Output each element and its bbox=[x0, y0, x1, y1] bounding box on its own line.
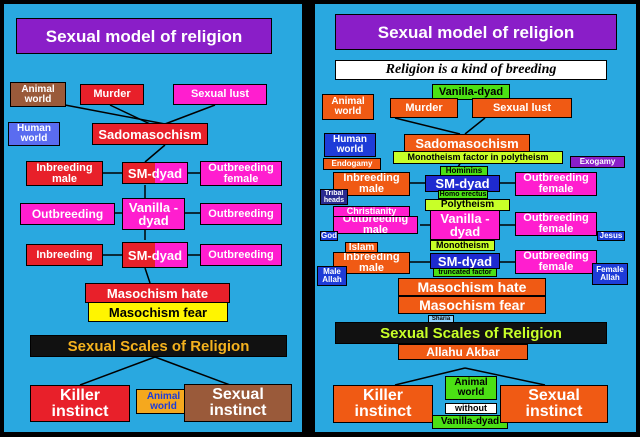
left-vanilla-dyad: Vanilla - dyad bbox=[122, 198, 185, 230]
left-masochism-hate: Masochism hate bbox=[85, 283, 230, 303]
left-sexual-lust: Sexual lust bbox=[173, 84, 267, 105]
right-scales: Sexual Scales of Religion bbox=[335, 322, 607, 344]
right-male-allah: Male Allah bbox=[317, 266, 347, 286]
right-sadomasochism: Sadomasochism bbox=[404, 134, 530, 152]
left-sexual-instinct: Sexual instinct bbox=[184, 384, 292, 422]
right-sm-dyad-2: SM-dyad bbox=[430, 253, 500, 269]
right-vanilla-dyad-bottom: Vanilla-dyad bbox=[432, 415, 508, 429]
left-killer-instinct: Killer instinct bbox=[30, 385, 130, 422]
right-endogamy: Endogamy bbox=[323, 158, 381, 170]
right-jesus: Jesus bbox=[597, 231, 625, 241]
left-sm-dyad-1: SM-dyad bbox=[122, 162, 188, 184]
left-outbreeding: Outbreeding bbox=[20, 203, 115, 225]
right-female-allah: Female Allah bbox=[592, 263, 628, 285]
right-sexual-lust: Sexual lust bbox=[472, 98, 572, 118]
right-animal-world: Animal world bbox=[322, 94, 374, 120]
right-without: without bbox=[445, 403, 497, 414]
left-murder: Murder bbox=[80, 84, 144, 105]
left-inbreeding: Inbreeding bbox=[26, 244, 103, 266]
right-tribal-heads: Tribal heads bbox=[320, 189, 348, 205]
right-sexual-instinct: Sexual instinct bbox=[500, 385, 608, 423]
right-god: God bbox=[320, 231, 338, 241]
right-title: Sexual model of religion bbox=[335, 14, 617, 50]
left-animal-world: Animal world bbox=[10, 82, 66, 107]
right-killer-instinct: Killer instinct bbox=[333, 385, 433, 423]
left-human-world: Human world bbox=[8, 122, 60, 146]
right-homo-erectus: Homo erectus bbox=[438, 190, 488, 199]
left-outbreeding-female: Outbreeding female bbox=[200, 161, 282, 186]
right-human-world: Human world bbox=[324, 133, 376, 157]
right-outbreeding-female-3: Outbreeding female bbox=[515, 250, 597, 274]
left-sadomasochism: Sadomasochism bbox=[92, 123, 208, 145]
right-allahu-akbar: Allahu Akbar bbox=[398, 344, 528, 360]
right-exogamy: Exogamy bbox=[570, 156, 625, 168]
right-monotheism-factor: Monotheism factor in polytheism bbox=[393, 151, 563, 164]
right-outbreeding-female: Outbreeding female bbox=[515, 172, 597, 196]
right-vanilla-dyad: Vanilla - dyad bbox=[430, 210, 500, 240]
right-animal-world-2: Animal world bbox=[445, 376, 497, 400]
left-animal-world-2: Animal world bbox=[136, 389, 191, 414]
left-sm-dyad-2: SM-dyad bbox=[122, 242, 188, 268]
right-masochism-fear: Masochism fear bbox=[398, 296, 546, 314]
left-outbreeding-right: Outbreeding bbox=[200, 203, 282, 225]
right-inbreeding-male-2: Inbreeding male bbox=[333, 252, 410, 274]
left-scales: Sexual Scales of Religion bbox=[30, 335, 287, 357]
left-inbreeding-male: Inbreeding male bbox=[26, 161, 103, 186]
right-outbreeding-male: Outbreeding male bbox=[333, 216, 418, 234]
left-outbreeding-right-2: Outbreeding bbox=[200, 244, 282, 266]
right-outbreeding-female-2: Outbreeding female bbox=[515, 212, 597, 236]
left-title: Sexual model of religion bbox=[16, 18, 272, 54]
right-monotheism: Monotheism bbox=[430, 240, 495, 251]
left-masochism-fear: Masochism fear bbox=[88, 302, 228, 322]
right-murder: Murder bbox=[390, 98, 458, 118]
right-subtitle: Religion is a kind of breeding bbox=[335, 60, 607, 80]
right-masochism-hate: Masochism hate bbox=[398, 278, 546, 296]
right-vanilla-dyad-top: Vanilla-dyad bbox=[432, 84, 510, 100]
right-truncated-factor: truncated factor bbox=[433, 268, 497, 277]
